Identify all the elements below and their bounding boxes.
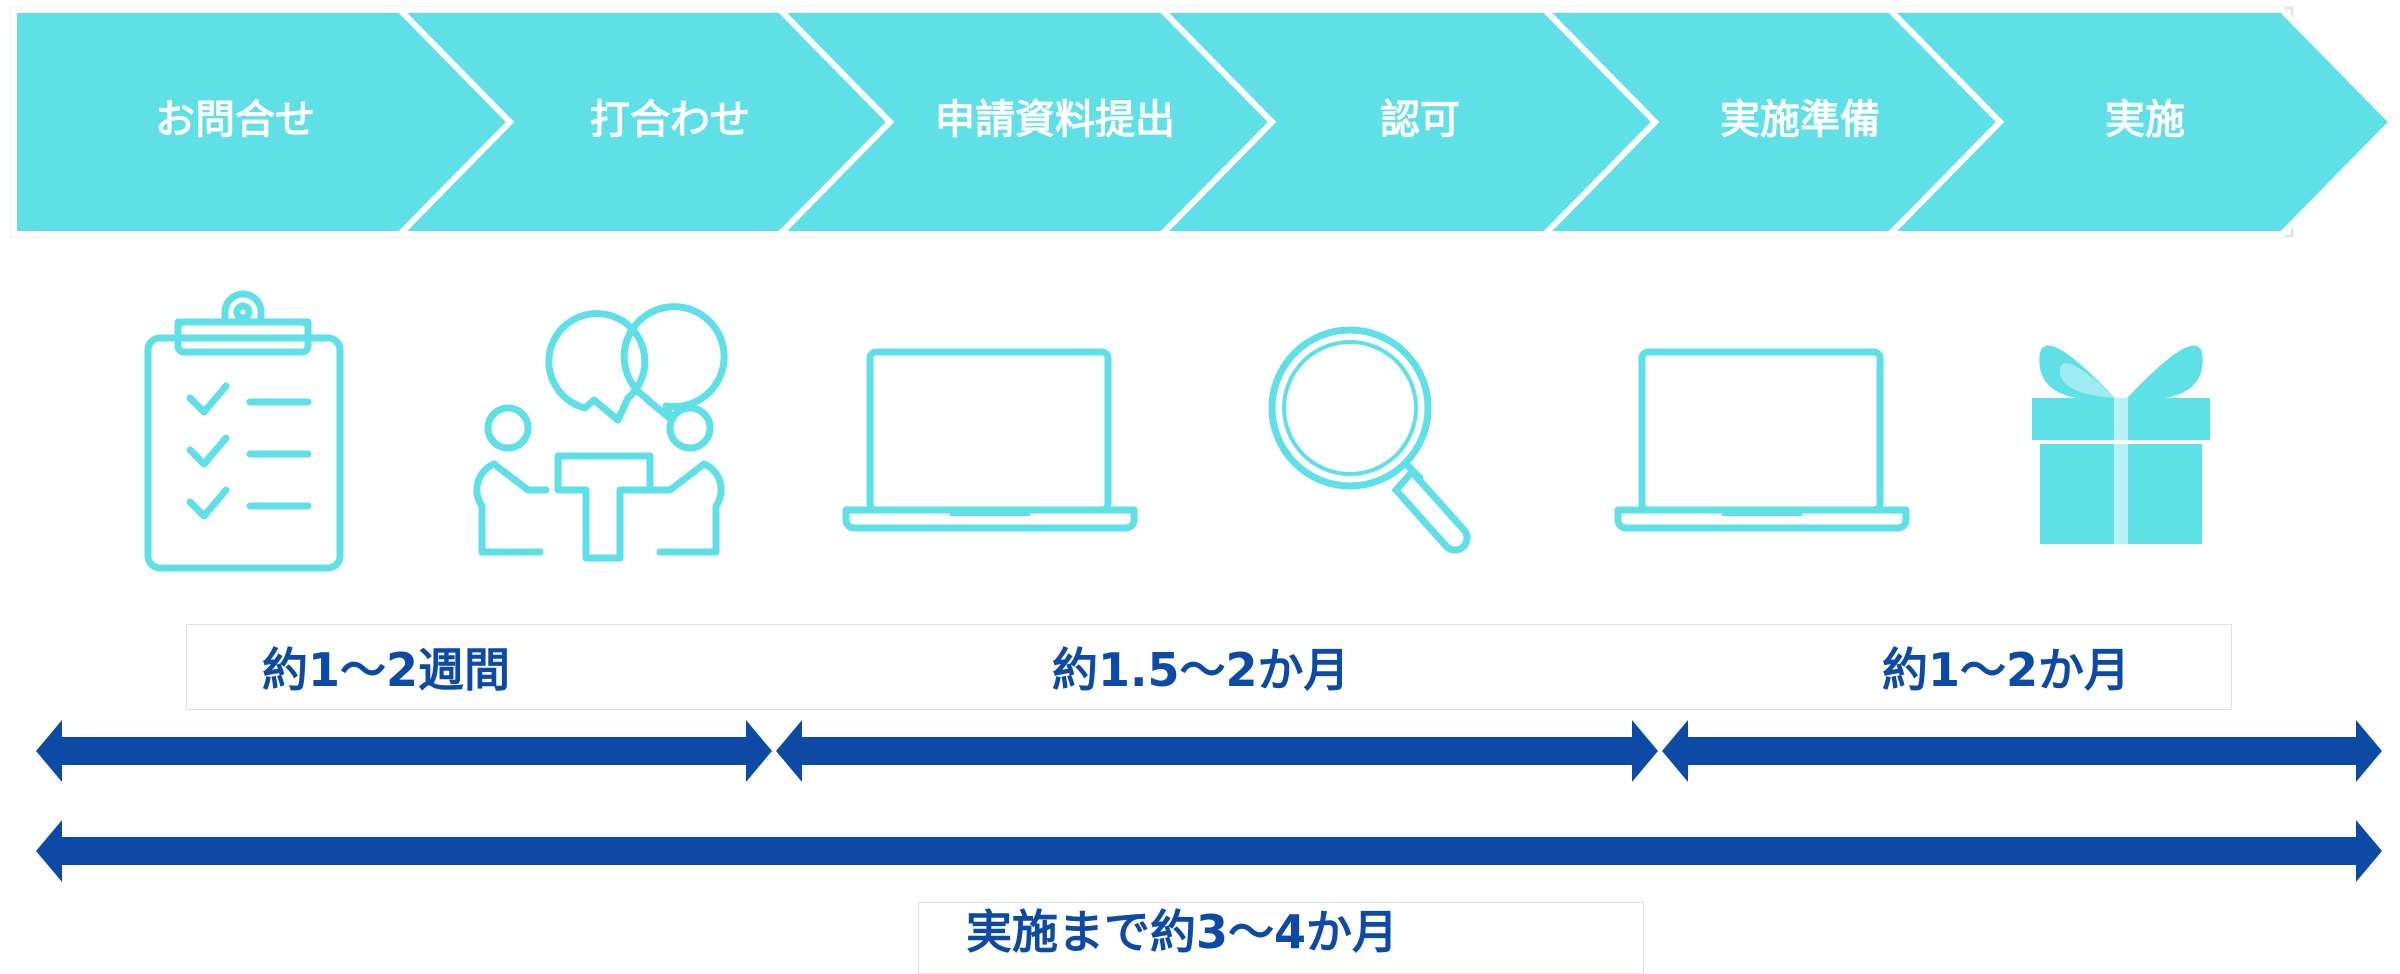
- step-label-2: 打合わせ: [590, 97, 750, 143]
- step-label-5: 実施準備: [1720, 97, 1880, 143]
- laptop-icon: [1614, 348, 1910, 532]
- step-label-1: お問合せ: [155, 97, 315, 143]
- duration-label-phase2: 約1.5～2か月: [1052, 643, 1350, 697]
- phase3-arrow: [1662, 720, 2382, 782]
- duration-arrows: [36, 720, 2382, 882]
- laptop-icon: [842, 348, 1138, 532]
- step-label-4: 認可: [1380, 97, 1460, 143]
- total-arrow: [36, 820, 2382, 882]
- magnifying-glass-icon: [1268, 326, 1471, 554]
- chevron-step-1: [11, 7, 515, 237]
- phase2-arrow: [776, 720, 1658, 782]
- step-label-3: 申請資料提出: [935, 97, 1175, 143]
- duration-label-phase3: 約1～2か月: [1882, 643, 2131, 697]
- gift-box-icon: [2032, 345, 2210, 544]
- duration-label-panel: [186, 624, 2232, 710]
- duration-label-total: 実施まで約3～4か月: [966, 905, 1399, 959]
- clipboard-checklist-icon: [144, 290, 344, 572]
- meeting-people-icon: [473, 303, 728, 562]
- step-label-6: 実施: [2105, 97, 2185, 143]
- phase1-arrow: [36, 720, 772, 782]
- duration-label-phase1: 約1～2週間: [262, 643, 511, 697]
